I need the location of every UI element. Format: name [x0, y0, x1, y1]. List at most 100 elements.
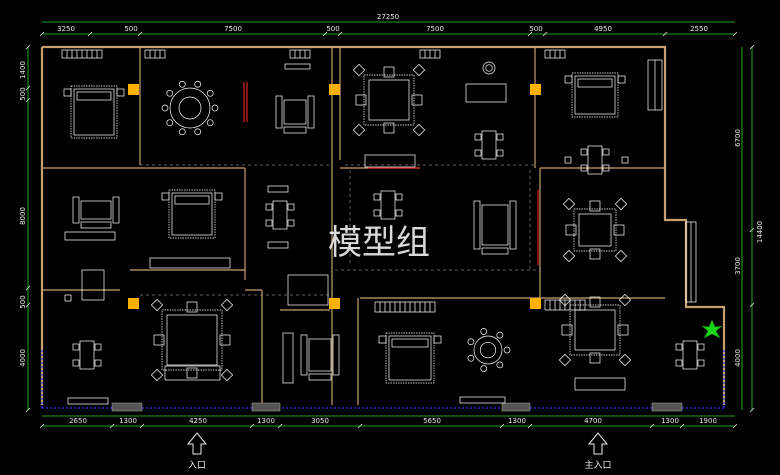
- dimension-tick: [662, 31, 668, 37]
- bed: [574, 75, 616, 115]
- top-dim-7: 4950: [594, 25, 612, 33]
- sofa: [72, 196, 80, 224]
- rug: [573, 208, 617, 252]
- sofa: [465, 83, 507, 103]
- coffee-table: [283, 99, 307, 125]
- dimension-tick: [109, 423, 115, 429]
- armchair: [589, 200, 601, 212]
- dining-table: [272, 200, 288, 230]
- armchair: [186, 367, 198, 379]
- round-table: [482, 61, 496, 75]
- side-table: [412, 123, 426, 137]
- dimension-tick: [499, 423, 505, 429]
- bottom-dim-7: 1300: [508, 417, 526, 425]
- sideboard: [67, 397, 109, 405]
- chair: [697, 343, 705, 351]
- chair: [496, 331, 504, 339]
- side-table: [150, 368, 164, 382]
- dimension-ticks-left: [25, 44, 31, 413]
- column: [128, 84, 139, 95]
- right-dim-labels: 6700 3700 4000 14400: [734, 129, 764, 367]
- dimension-tick: [527, 31, 533, 37]
- bottom-dim-8: 4700: [584, 417, 602, 425]
- armchair: [186, 301, 198, 313]
- side-table: [150, 298, 164, 312]
- bed-rug: [571, 72, 619, 118]
- sofa: [282, 332, 294, 384]
- entrance-arrow-main: [587, 432, 609, 455]
- bed-rug: [385, 332, 435, 384]
- bottom-dim-9: 1300: [661, 417, 679, 425]
- armchair: [219, 334, 231, 346]
- chair: [474, 149, 482, 157]
- left-dim-labels: 1400 500 8000 500 4000: [19, 61, 27, 367]
- dimension-tick: [25, 285, 31, 291]
- chair: [161, 104, 169, 112]
- bed-rug: [168, 189, 216, 239]
- chair: [373, 193, 381, 201]
- dimension-tick: [25, 407, 31, 413]
- dimension-tick: [25, 44, 31, 50]
- sideboard: [364, 154, 416, 168]
- chair: [602, 164, 610, 172]
- sofa: [275, 95, 283, 129]
- table: [368, 79, 410, 121]
- pillow: [76, 91, 112, 101]
- chair: [480, 365, 488, 372]
- side-table: [614, 197, 628, 211]
- chair: [467, 354, 475, 362]
- main-entrance-label: 主入口: [584, 459, 611, 471]
- chair: [166, 89, 174, 97]
- left-dim-3: 8000: [19, 207, 27, 225]
- side-table: [614, 249, 628, 263]
- tv-cabinet: [164, 365, 221, 381]
- chair: [675, 359, 683, 367]
- desk: [81, 269, 105, 301]
- plant-icon: [701, 319, 723, 339]
- tv-cabinet: [64, 231, 116, 241]
- right-dim-1: 6700: [734, 129, 742, 147]
- bottom-dim-labels: 2650 1300 4250 1300 3050 5650 1300 4700 …: [69, 417, 717, 425]
- side-table: [352, 63, 366, 77]
- sofa: [112, 196, 120, 224]
- dining-table: [682, 340, 698, 370]
- bed: [388, 335, 432, 381]
- side-table: [618, 293, 632, 307]
- armchair: [383, 66, 395, 78]
- chair: [675, 343, 683, 351]
- dimension-ticks-bottom: [39, 423, 738, 429]
- left-dim-2: 500: [19, 87, 27, 100]
- dimension-tick: [749, 407, 755, 413]
- bottom-dim-2: 1300: [119, 417, 137, 425]
- side-table: [618, 353, 632, 367]
- dimension-tick: [25, 97, 31, 103]
- chair: [503, 346, 511, 354]
- dimension-tick: [357, 423, 363, 429]
- dimension-tick: [25, 85, 31, 91]
- chair: [496, 133, 504, 141]
- chair: [64, 294, 72, 302]
- chair: [265, 219, 273, 227]
- rug: [161, 309, 223, 371]
- bottom-dim-3: 4250: [189, 417, 207, 425]
- dimension-tick: [137, 31, 143, 37]
- column: [329, 84, 340, 95]
- armchair: [561, 324, 573, 336]
- bed: [73, 88, 115, 136]
- watermark: 模型组: [328, 223, 430, 263]
- rug: [363, 74, 415, 126]
- chair: [166, 119, 174, 127]
- left-dim-1: 1400: [19, 61, 27, 79]
- right-total-dim: 14400: [756, 221, 764, 243]
- chair: [72, 359, 80, 367]
- dimension-tick: [277, 423, 283, 429]
- top-dim-6: 500: [529, 25, 542, 33]
- nightstand: [617, 75, 626, 84]
- dimension-tick: [749, 302, 755, 308]
- chair: [206, 119, 214, 127]
- table: [166, 314, 218, 366]
- side-table: [558, 293, 572, 307]
- top-dim-8: 2550: [690, 25, 708, 33]
- sideboard: [459, 396, 506, 404]
- chair: [194, 80, 202, 88]
